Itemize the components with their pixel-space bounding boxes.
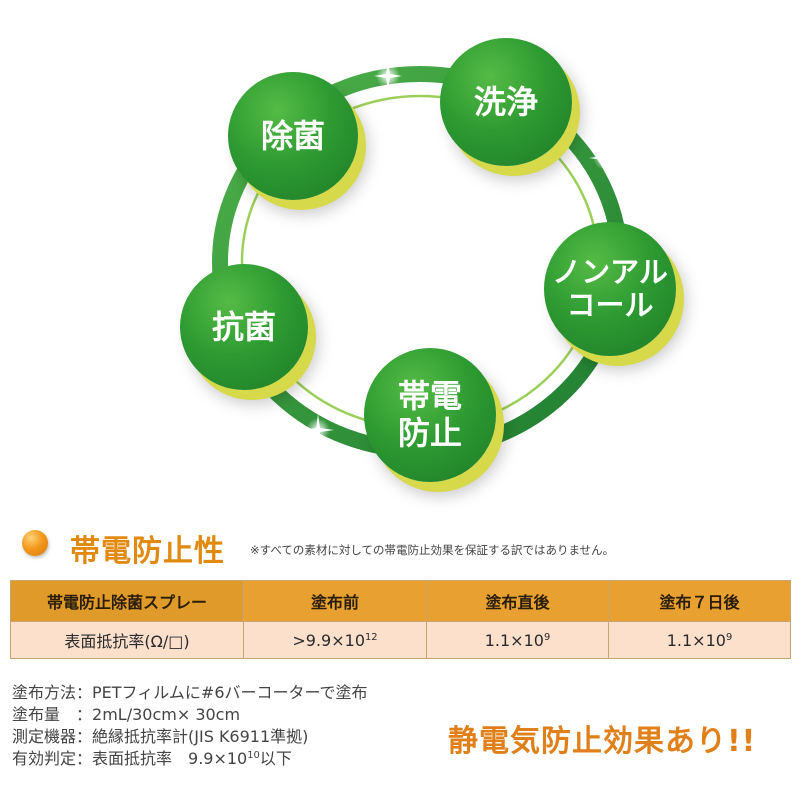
- value-7-days-after-base: 1.1×10: [666, 630, 726, 650]
- badge-antistatic-line2: 防止: [397, 414, 462, 452]
- resistance-table: 帯電防止除菌スプレー 塗布前 塗布直後 塗布７日後 表面抵抗率(Ω/□) >9.…: [10, 580, 791, 659]
- sparkle-bottom: [302, 414, 334, 446]
- method-line: 塗布方法：PETフィルムに#6バーコーターで塗布: [12, 682, 442, 704]
- value-immediately-after-exp: 9: [543, 631, 551, 643]
- method-line: 塗布量 ：2mL/30cm× 30cm: [12, 704, 442, 726]
- method-label: 塗布方法：: [12, 683, 93, 702]
- criteria-exp: 10: [247, 750, 260, 762]
- badge-antistatic: 帯電 防止: [364, 348, 496, 482]
- effect-callout: 静電気防止効果あり!!: [448, 724, 757, 759]
- badge-wash: 洗浄: [440, 38, 572, 166]
- badge-non-alcohol: ノンアル コール: [544, 222, 676, 356]
- sparkle-top: [374, 62, 402, 90]
- table-header-immediately-after: 塗布直後: [426, 580, 609, 622]
- badge-antibacterial: 抗菌: [180, 264, 308, 390]
- badge-non-alcohol-line1: ノンアル: [552, 254, 668, 289]
- table-row-label: 表面抵抗率(Ω/□): [10, 621, 244, 659]
- badge-antistatic-line1: 帯電: [397, 377, 462, 416]
- section-header: 帯電防止性 ※すべての素材に対しての帯電防止効果を保証する訳ではありません。: [22, 526, 782, 569]
- value-immediately-after: 1.1×109: [426, 621, 609, 659]
- method-label: 塗布量 ：: [12, 705, 93, 724]
- badge-non-alcohol-line2: コール: [566, 288, 654, 322]
- method-label: 有効判定：: [12, 749, 93, 768]
- method-value: PETフィルムに#6バーコーターで塗布: [92, 683, 368, 702]
- criteria-prefix: 表面抵抗率 9.9×10: [92, 749, 248, 768]
- value-7-days-after: 1.1×109: [608, 621, 791, 659]
- table-header-product: 帯電防止除菌スプレー: [10, 580, 244, 622]
- badge-wash-label: 洗浄: [473, 82, 538, 121]
- value-7-days-after-exp: 9: [725, 631, 733, 643]
- method-value: 絶縁抵抗率計(JIS K6911準拠): [92, 727, 309, 746]
- criteria-suffix: 以下: [259, 749, 292, 768]
- test-method-block: 塗布方法：PETフィルムに#6バーコーターで塗布 塗布量 ：2mL/30cm× …: [12, 682, 442, 770]
- badge-sterilize: 除菌: [228, 72, 358, 200]
- sparkle-right: [589, 142, 621, 174]
- table-header-row: 帯電防止除菌スプレー 塗布前 塗布直後 塗布７日後: [10, 580, 791, 622]
- value-before-base: >9.9×10: [292, 630, 365, 650]
- method-label: 測定機器：: [12, 727, 93, 746]
- method-line: 測定機器：絶縁抵抗率計(JIS K6911準拠): [12, 726, 442, 748]
- method-value: 2mL/30cm× 30cm: [92, 705, 241, 724]
- value-immediately-after-base: 1.1×10: [484, 630, 544, 650]
- table-row: 表面抵抗率(Ω/□) >9.9×1012 1.1×109 1.1×109: [10, 621, 791, 659]
- value-before: >9.9×1012: [243, 621, 427, 659]
- table-header-7-days-after: 塗布７日後: [608, 580, 791, 622]
- orange-bullet-icon: [22, 530, 48, 556]
- badge-antibacterial-label: 抗菌: [211, 307, 276, 346]
- method-line-criteria: 有効判定：表面抵抗率 9.9×1010以下: [12, 748, 442, 770]
- table-header-before: 塗布前: [243, 580, 427, 622]
- badge-sterilize-label: 除菌: [260, 116, 325, 155]
- disclaimer-note: ※すべての素材に対しての帯電防止効果を保証する訳ではありません。: [250, 543, 615, 557]
- section-title: 帯電防止性: [70, 534, 225, 569]
- value-before-exp: 12: [365, 631, 378, 643]
